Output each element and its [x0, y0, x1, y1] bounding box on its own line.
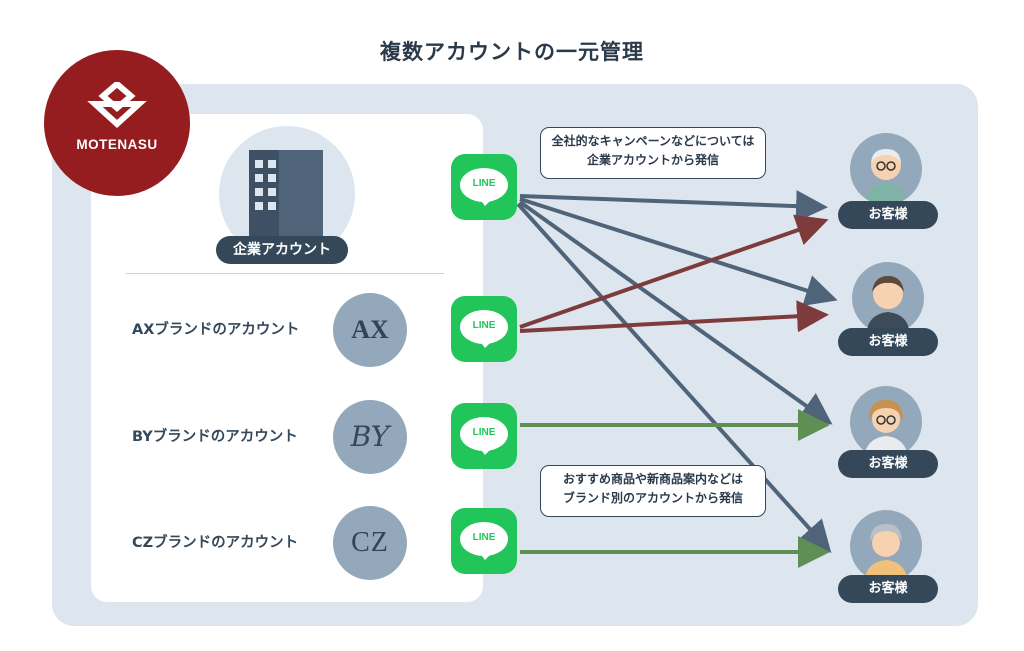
arrow-corp-to-customer-4: [516, 202, 832, 553]
line-icon-text: LINE: [472, 532, 496, 543]
brand-ax-mark: AX: [333, 293, 407, 367]
customer-2-avatar: [852, 262, 924, 334]
corporate-account-label: 企業アカウント: [216, 236, 348, 264]
callout-brand: おすすめ商品や新商品案内などは ブランド別のアカウントから発信: [540, 465, 766, 517]
divider: [126, 273, 444, 274]
person-icon: [866, 276, 910, 334]
brand-ax-mark-text: AX: [351, 315, 389, 344]
person-icon: [864, 149, 908, 205]
callout-corporate: 全社的なキャンペーンなどについては 企業アカウントから発信: [540, 127, 766, 179]
customer-4-avatar: [850, 510, 922, 582]
brand-by-label: BYブランドのアカウント: [132, 429, 298, 445]
line-cz-icon: LINE: [451, 508, 517, 574]
arrow-corp-to-customer-3: [518, 200, 833, 425]
brand-cz-label: CZブランドのアカウント: [132, 535, 299, 551]
customer-2-label: お客様: [838, 328, 938, 356]
page-title: 複数アカウントの一元管理: [380, 40, 644, 64]
line-by-icon: LINE: [451, 403, 517, 469]
arrow-corp-to-customer-1: [519, 190, 828, 223]
customer-1-label: お客様: [838, 201, 938, 229]
line-corporate-icon: LINE: [451, 154, 517, 220]
brand-by-mark: BY: [333, 400, 407, 474]
callout-brand-line-2: ブランド別のアカウントから発信: [562, 491, 743, 505]
building-icon: [249, 150, 323, 236]
callout-corporate-line-1: 全社的なキャンペーンなどについては: [551, 134, 755, 148]
brand-ax-label: AXブランドのアカウント: [132, 322, 300, 338]
line-icon-text: LINE: [472, 427, 496, 438]
motenasu-logo: MOTENASU: [44, 50, 190, 196]
brand-by-mark-text: BY: [350, 420, 390, 453]
person-icon: [864, 400, 908, 458]
brand-cz-mark-text: CZ: [351, 527, 389, 558]
callout-brand-line-1: おすすめ商品や新商品案内などは: [562, 472, 743, 486]
customer-3-avatar: [850, 386, 922, 458]
arrow-ax-to-customer-1: [519, 214, 829, 329]
callout-corporate-line-2: 企業アカウントから発信: [586, 153, 719, 167]
arrow-corp-to-customer-2: [519, 197, 838, 306]
brand-cz-mark: CZ: [333, 506, 407, 580]
person-icon: [864, 524, 908, 582]
arrow-ax-to-customer-2: [519, 300, 829, 333]
customer-1-avatar: [850, 133, 922, 205]
line-icon-text: LINE: [472, 320, 496, 331]
customer-4-label: お客様: [838, 575, 938, 603]
logo-mark-icon: [87, 82, 147, 129]
line-ax-icon: LINE: [451, 296, 517, 362]
line-icon-text: LINE: [472, 178, 496, 189]
customer-3-label: お客様: [838, 450, 938, 478]
logo-text: MOTENASU: [76, 137, 158, 152]
